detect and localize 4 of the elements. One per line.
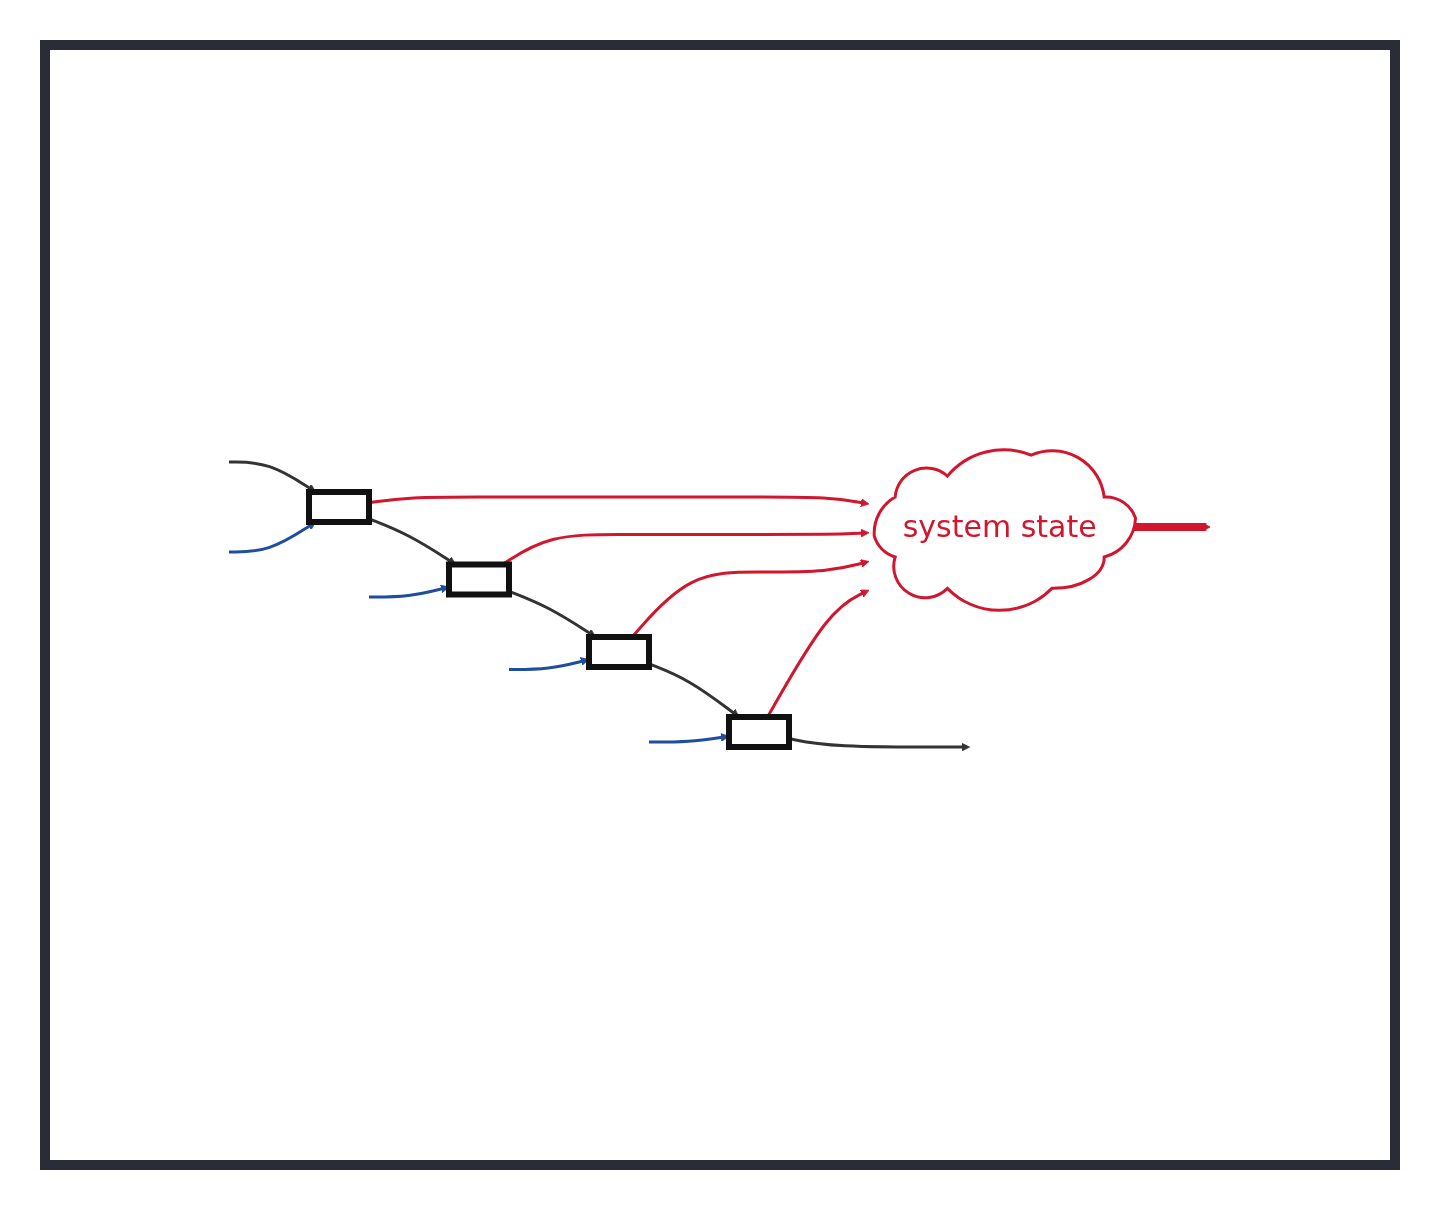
node-box [726,714,793,751]
node-box [306,489,373,526]
node-box [586,634,653,671]
node-box [446,561,513,598]
